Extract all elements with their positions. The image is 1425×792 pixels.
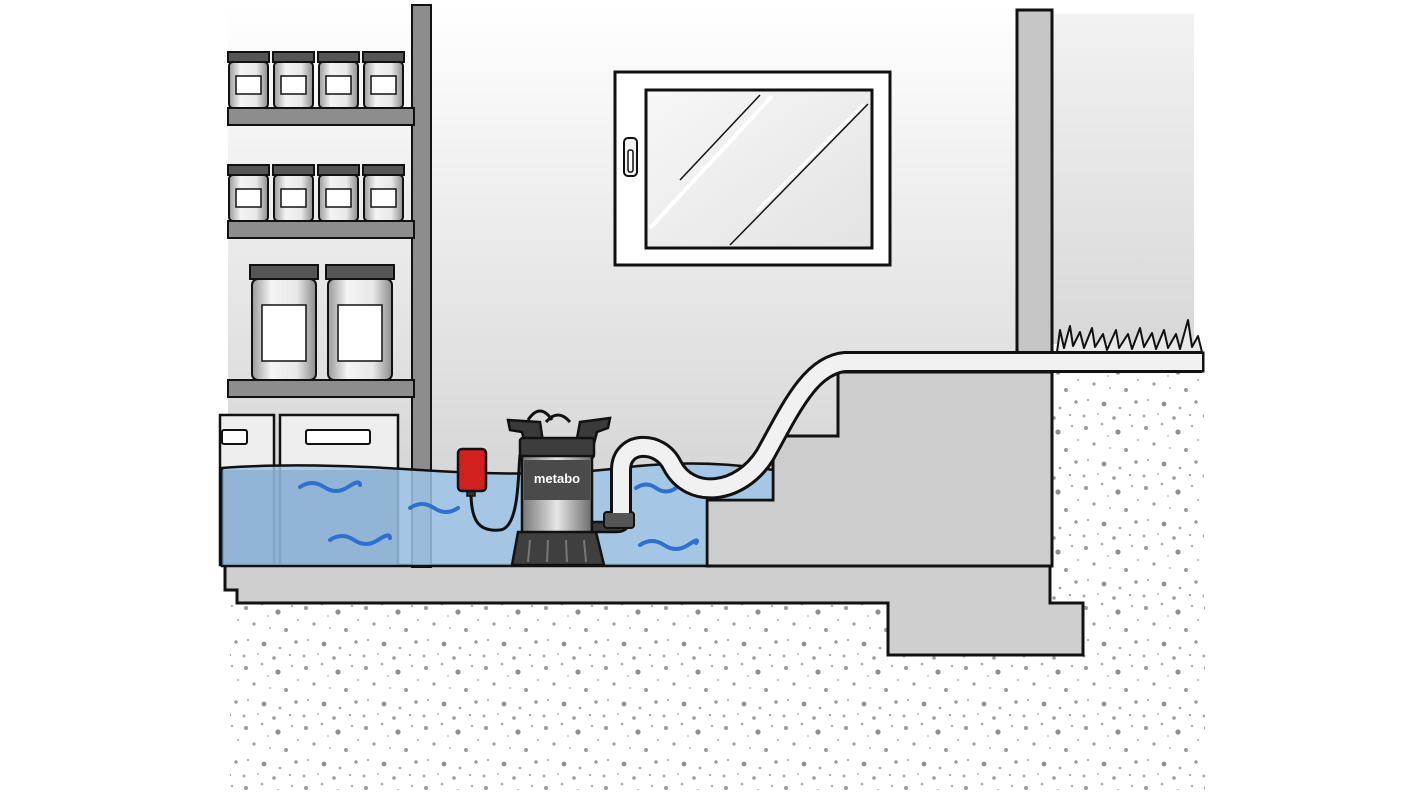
jar-icon — [317, 51, 360, 109]
jar-icon — [227, 164, 270, 222]
jar-icon — [362, 51, 405, 109]
outside-sky — [1052, 14, 1194, 344]
jar-icon — [272, 164, 315, 222]
jar-row-middle — [227, 164, 405, 222]
grass-icon — [1056, 319, 1203, 353]
water-waves — [298, 480, 699, 551]
pump-brand-label: metabo — [534, 471, 580, 486]
hose-inner — [613, 354, 1202, 513]
float-switch-icon — [456, 447, 522, 532]
jar-icon — [362, 164, 405, 222]
outer-wall — [1015, 8, 1054, 357]
jar-icon — [272, 51, 315, 109]
pump-icon: metabo — [506, 409, 635, 567]
soil-outside — [1052, 370, 1204, 610]
floor-slab — [223, 563, 1085, 657]
jar-row-large — [249, 264, 395, 381]
jar-icon — [249, 264, 319, 381]
jar-icon — [317, 164, 360, 222]
window-icon — [613, 70, 892, 267]
jar-icon — [325, 264, 395, 381]
water-over-boxes — [222, 470, 398, 565]
jar-row-top — [227, 51, 405, 109]
jar-icon — [227, 51, 270, 109]
